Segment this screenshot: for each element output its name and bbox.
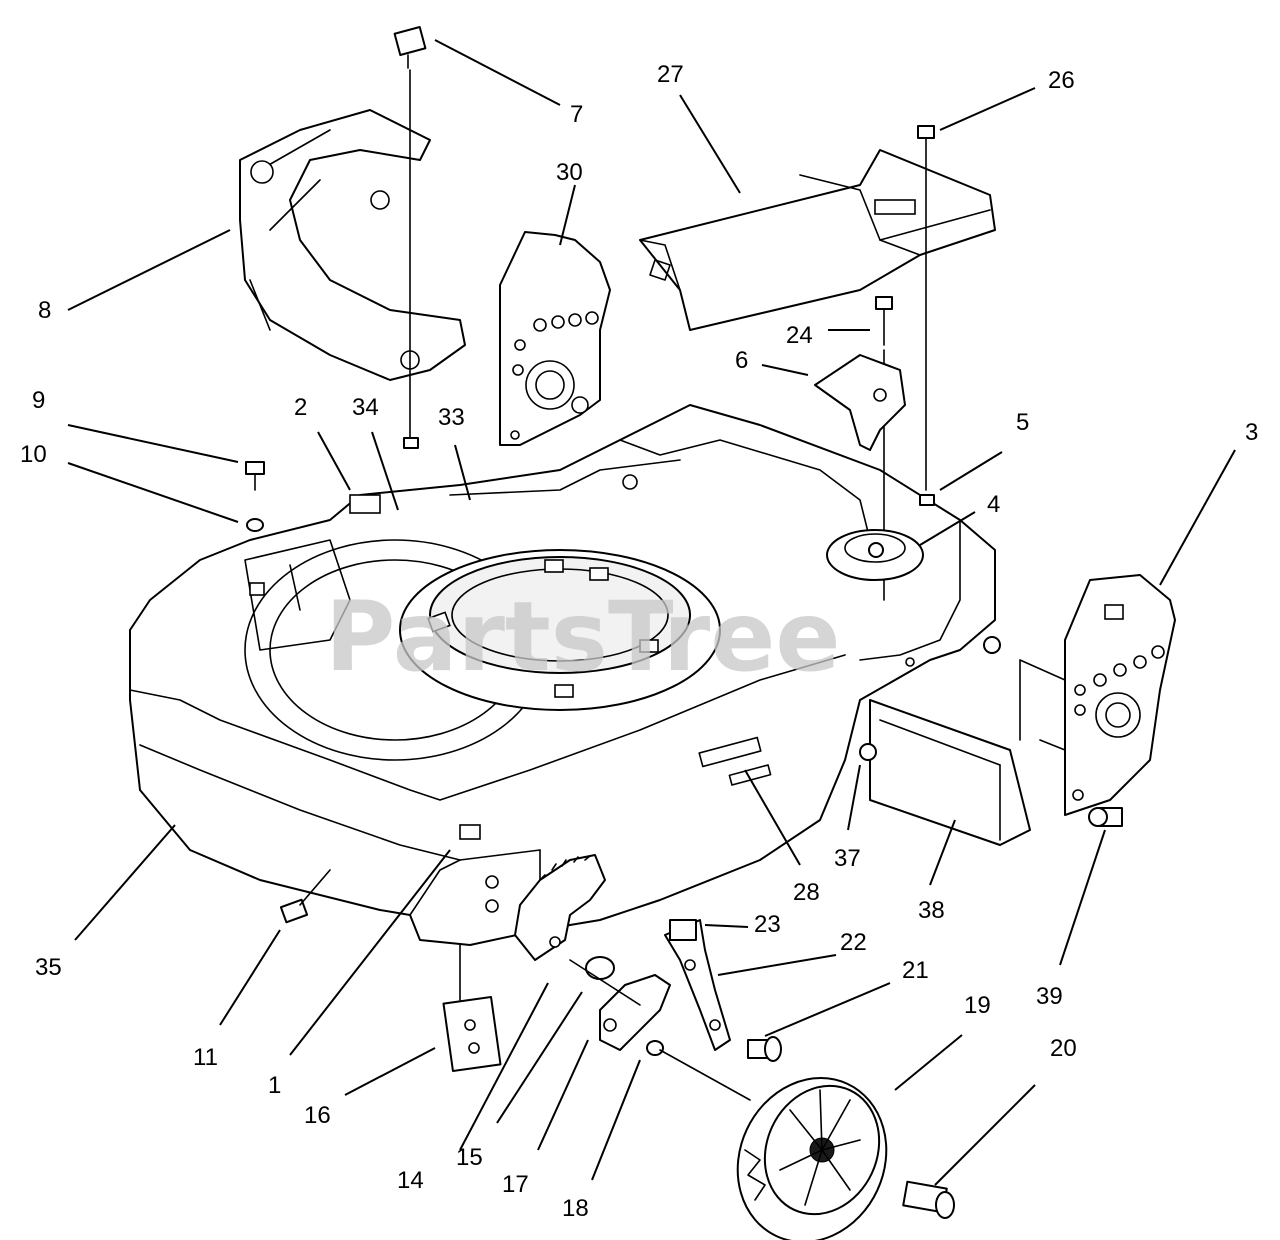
callout-16: 16 [304, 1102, 331, 1129]
wheel-19 [736, 1077, 888, 1240]
callout-26: 26 [1048, 67, 1075, 94]
guide-lines-front [569, 959, 751, 1101]
clip-11 [279, 898, 309, 924]
plate-16 [442, 995, 502, 1073]
callout-8: 8 [38, 297, 51, 324]
bolt-9 [245, 461, 265, 491]
callout-37: 37 [834, 845, 861, 872]
callout-2: 2 [294, 394, 307, 421]
callout-33: 33 [438, 404, 465, 431]
callouts: 7 8 9 10 2 34 33 30 27 26 24 6 5 4 3 35 … [20, 61, 1258, 1222]
callout-19: 19 [964, 992, 991, 1019]
callout-24: 24 [786, 322, 813, 349]
rear-wheel-bracket [1064, 574, 1176, 816]
callout-18: 18 [562, 1195, 589, 1222]
nut-5 [919, 494, 935, 506]
grip-23 [669, 919, 697, 941]
callout-28: 28 [793, 879, 820, 906]
callout-1: 1 [268, 1072, 281, 1099]
callout-9: 9 [32, 387, 45, 414]
height-adjuster [514, 854, 606, 961]
bolt-stub [983, 636, 1001, 654]
callout-39: 39 [1036, 983, 1063, 1010]
callout-14: 14 [397, 1167, 424, 1194]
callout-11: 11 [193, 1044, 218, 1071]
callout-35: 35 [35, 954, 62, 981]
clip-7 [403, 437, 419, 449]
callout-3: 3 [1245, 419, 1258, 446]
callout-6: 6 [735, 347, 748, 374]
callout-22: 22 [840, 929, 867, 956]
washer-18 [646, 1040, 664, 1056]
front-wheel-bracket [499, 231, 611, 446]
deck-housing [129, 404, 996, 946]
callout-4: 4 [987, 491, 1000, 518]
washer-10 [246, 518, 264, 532]
grass-deflector [239, 109, 466, 381]
bolt-20 [902, 1180, 955, 1219]
spacer-15 [585, 956, 615, 980]
lever-22 [664, 919, 731, 1051]
bolt-26 [917, 125, 935, 491]
bolt-21 [747, 1036, 782, 1062]
nut-37 [859, 743, 877, 761]
callout-20: 20 [1050, 1035, 1077, 1062]
rear-axle-bracket [869, 699, 1031, 846]
bolt-39 [1088, 807, 1123, 827]
pulley-4 [826, 529, 924, 581]
callout-7: 7 [570, 101, 583, 128]
callout-34: 34 [352, 394, 379, 421]
callout-15: 15 [456, 1144, 483, 1171]
watermark: PartsTree [325, 581, 840, 693]
leader-lines [67, 39, 1236, 1186]
callout-5: 5 [1016, 409, 1029, 436]
callout-27: 27 [657, 61, 684, 88]
guide-lines-3 [1019, 659, 1066, 751]
rear-cover [639, 149, 996, 331]
guide-lines-16 [299, 869, 461, 1001]
callout-21: 21 [902, 957, 929, 984]
callout-23: 23 [754, 911, 781, 938]
callout-17: 17 [502, 1171, 529, 1198]
bolt-7 [393, 26, 427, 441]
callout-10: 10 [20, 441, 47, 468]
callout-38: 38 [918, 897, 945, 924]
lever-plate-17 [599, 974, 671, 1051]
bracket-6 [814, 354, 906, 451]
callout-30: 30 [556, 159, 583, 186]
